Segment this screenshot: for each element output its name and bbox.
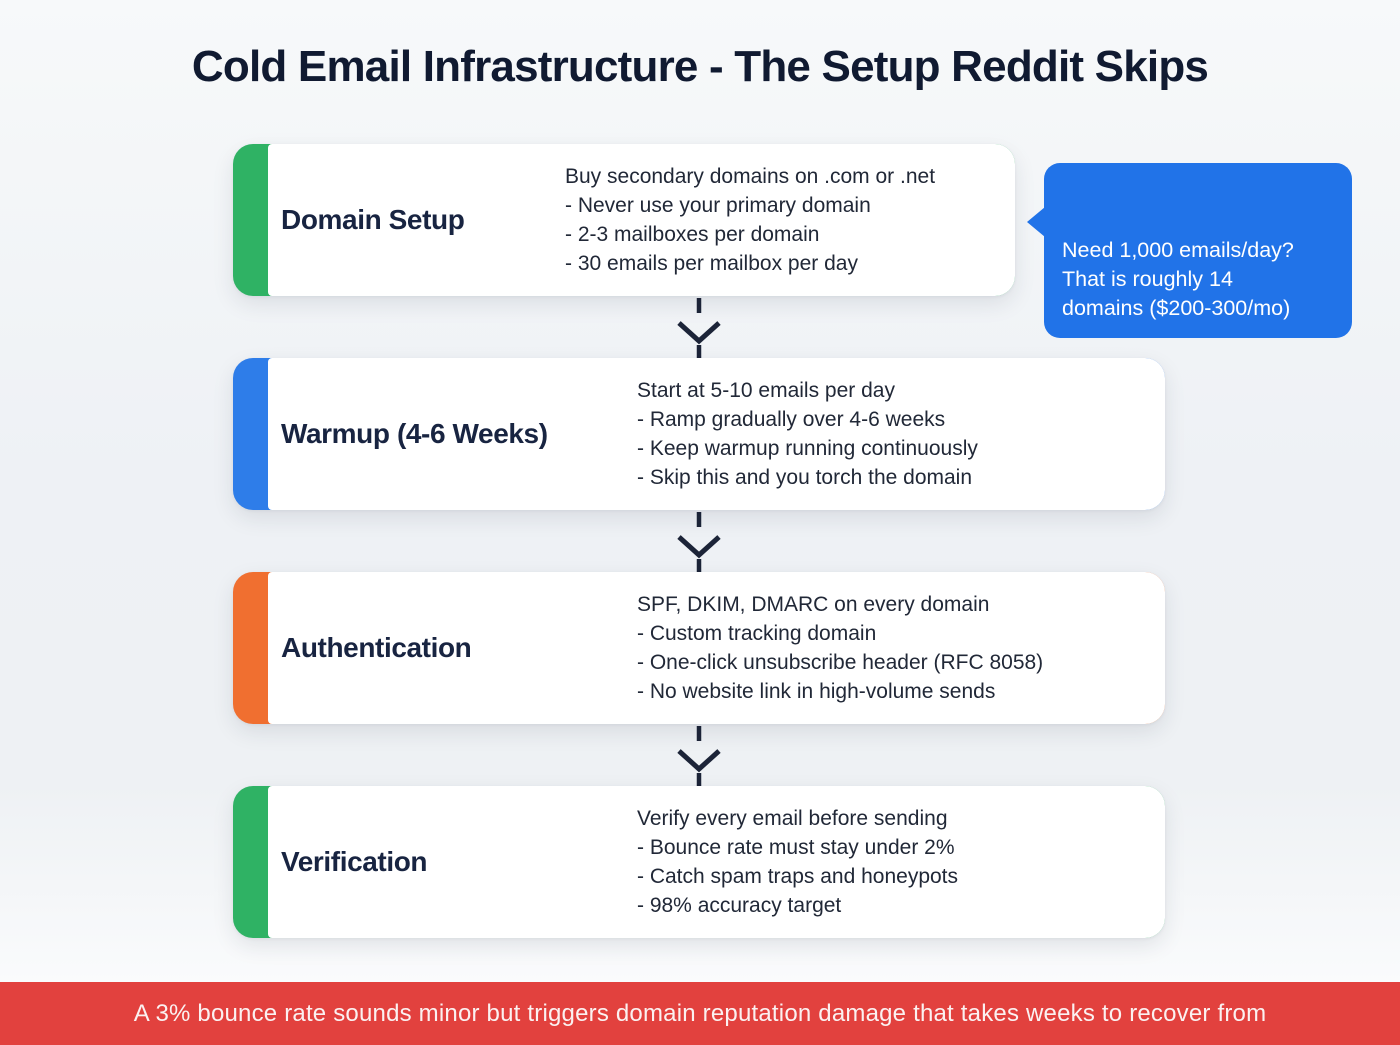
card-text-line: - 2-3 mailboxes per domain [565,223,820,246]
flow-connector [233,510,1165,572]
card-text-line: - Catch spam traps and honeypots [637,865,959,888]
card-warmup-body: Warmup (4-6 Weeks) Start at 5-10 emails … [268,358,1165,510]
arrow-down-icon [677,298,721,358]
card-text: SPF, DKIM, DMARC on every domain - Custo… [637,590,1147,706]
card-text-line: - 30 emails per mailbox per day [565,252,858,275]
callout-bubble: Need 1,000 emails/day? That is roughly 1… [1027,163,1352,338]
flow-stack: Domain Setup Buy secondary domains on .c… [233,144,1165,938]
arrow-down-icon [677,512,721,572]
card-text: Start at 5-10 emails per day - Ramp grad… [637,376,1147,492]
card-text-line: Start at 5-10 emails per day [637,379,895,402]
card-text-line: - Bounce rate must stay under 2% [637,836,955,859]
card-text: Verify every email before sending - Boun… [637,804,1147,920]
flow-connector [233,296,1165,358]
card-authentication-body: Authentication SPF, DKIM, DMARC on every… [268,572,1165,724]
flow-connector [233,724,1165,786]
card-title: Domain Setup [281,204,465,235]
card-text-line: SPF, DKIM, DMARC on every domain [637,593,990,616]
card-title: Verification [281,846,428,877]
card-verification: Verification Verify every email before s… [233,786,1165,938]
card-domain-setup-body: Domain Setup Buy secondary domains on .c… [268,144,1015,296]
card-text-line: - Custom tracking domain [637,622,877,645]
callout-tail-icon [1027,207,1045,237]
card-authentication: Authentication SPF, DKIM, DMARC on every… [233,572,1165,724]
card-text-line: - 98% accuracy target [637,894,842,917]
card-title: Warmup (4-6 Weeks) [281,418,548,449]
card-text-line: - Ramp gradually over 4-6 weeks [637,408,946,431]
card-text-line: Buy secondary domains on .com or .net [565,165,936,188]
arrow-down-icon [677,726,721,786]
footer-text: A 3% bounce rate sounds minor but trigge… [133,999,1267,1027]
card-warmup: Warmup (4-6 Weeks) Start at 5-10 emails … [233,358,1165,510]
card-text-line: - No website link in high-volume sends [637,680,996,703]
card-text-line: - Keep warmup running continuously [637,437,978,460]
card-title: Authentication [281,632,472,663]
card-text-line: - One-click unsubscribe header (RFC 8058… [637,651,1044,674]
card-text-line: Verify every email before sending [637,807,948,830]
callout-text: Need 1,000 emails/day? That is roughly 1… [1062,238,1294,320]
footer-banner: A 3% bounce rate sounds minor but trigge… [0,982,1400,1045]
card-text-line: - Never use your primary domain [565,194,871,217]
card-verification-body: Verification Verify every email before s… [268,786,1165,938]
page-title: Cold Email Infrastructure - The Setup Re… [191,42,1209,91]
card-text: Buy secondary domains on .com or .net - … [565,162,997,278]
card-text-line: - Skip this and you torch the domain [637,466,973,489]
card-domain-setup: Domain Setup Buy secondary domains on .c… [233,144,1015,296]
